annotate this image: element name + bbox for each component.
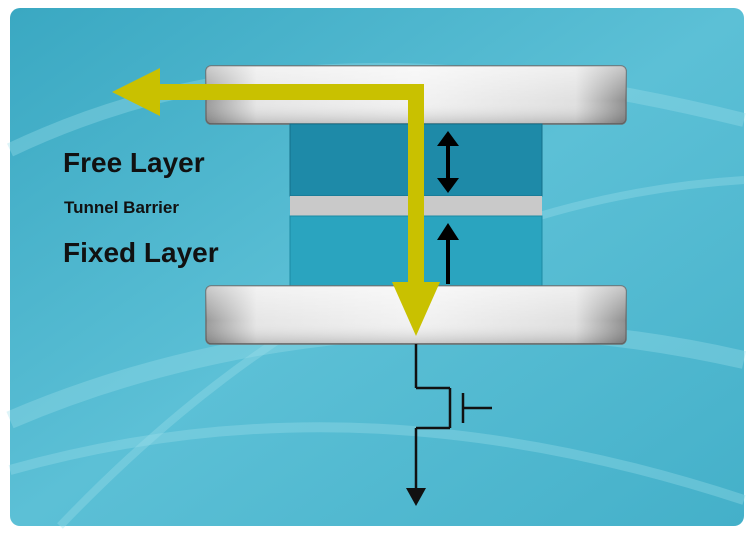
access-transistor: [414, 344, 492, 492]
free-layer-label: Free Layer: [63, 147, 205, 178]
fixed-layer-label: Fixed Layer: [63, 237, 219, 268]
fixed-layer-magnetization-arrow: [437, 223, 459, 284]
free-layer-magnetization-arrow: [437, 131, 459, 193]
current-path-arrow: [112, 68, 440, 336]
tunnel-barrier-label: Tunnel Barrier: [64, 198, 179, 217]
ground-arrow: [406, 488, 426, 506]
